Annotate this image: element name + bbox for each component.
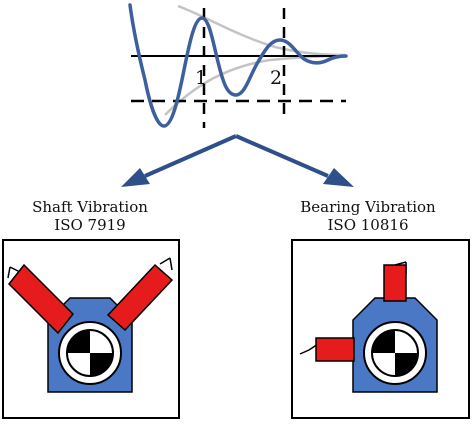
right-panel-title: Bearing Vibration (300, 198, 436, 216)
split-arrows (121, 134, 354, 187)
sensor-cable-right (159, 257, 171, 265)
arrow-right-shaft (235, 134, 329, 178)
shaft-quadrant-br (90, 353, 113, 376)
proximity-probe-right (106, 263, 174, 332)
damped-wave (128, 3, 348, 128)
shaft-quadrant-br (395, 353, 418, 376)
accelerometer-cable-side-2 (299, 349, 310, 355)
envelope-upper (177, 4, 346, 57)
marker-label-1: 1 (195, 67, 207, 89)
accelerometer-side (315, 337, 355, 362)
right-panel-standard: ISO 10816 (328, 216, 409, 234)
left-panel-standard: ISO 7919 (54, 216, 125, 234)
shaft-quadrant-tl (67, 330, 90, 353)
accelerometer-top (383, 264, 407, 302)
sensor-cable-right-2 (169, 257, 173, 271)
arrowhead-right (323, 168, 354, 187)
bearing-vibration-panel (291, 239, 470, 419)
shaft-quadrant-tl (372, 330, 395, 353)
arrow-left-shaft (144, 134, 237, 178)
waveform-graph: 1 2 (128, 3, 348, 128)
shaft-vibration-panel (2, 239, 180, 419)
left-panel-title: Shaft Vibration (32, 198, 148, 216)
proximity-probe-left (7, 263, 75, 335)
sensor-cable-left-2 (7, 266, 11, 279)
marker-label-2: 2 (270, 67, 282, 89)
arrowhead-left (121, 168, 150, 187)
